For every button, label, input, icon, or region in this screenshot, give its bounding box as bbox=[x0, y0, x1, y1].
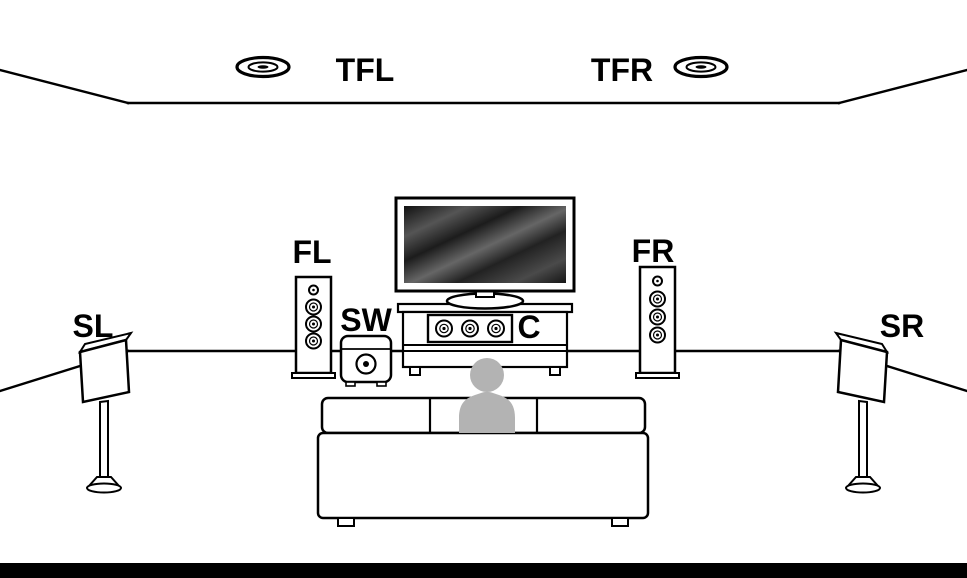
tfl-center-dot bbox=[257, 65, 269, 69]
sl-box bbox=[78, 338, 131, 404]
ceiling-right-edge bbox=[837, 68, 967, 105]
center-speaker bbox=[426, 313, 514, 344]
sr-stand-foot bbox=[845, 482, 881, 494]
ceiling-speaker-tfl-icon bbox=[235, 55, 291, 79]
fr-woofer-2-dot bbox=[656, 315, 659, 319]
label-fl: FL bbox=[292, 234, 331, 270]
center-driver-1-dot bbox=[442, 326, 446, 331]
fr-tweeter-dot bbox=[656, 279, 659, 283]
fr-woofer-3-dot bbox=[656, 333, 659, 337]
cabinet-leg-right bbox=[549, 366, 561, 376]
ceiling-left-edge bbox=[0, 68, 130, 105]
label-sw: SW bbox=[340, 302, 392, 338]
front-right-speaker bbox=[635, 265, 680, 379]
sl-stand-foot bbox=[86, 482, 122, 494]
fl-woofer-1-dot bbox=[312, 305, 315, 309]
fl-tweeter-dot bbox=[312, 288, 315, 292]
bottom-bar bbox=[0, 563, 967, 578]
fl-woofer-3-dot bbox=[312, 339, 315, 343]
center-driver-2-dot bbox=[468, 326, 472, 331]
label-c: C bbox=[517, 309, 540, 345]
sr-box bbox=[836, 338, 889, 404]
label-sr: SR bbox=[880, 308, 924, 344]
tv-screen bbox=[404, 206, 566, 283]
sofa-foot-left bbox=[337, 517, 355, 527]
listener-silhouette bbox=[459, 358, 515, 433]
label-fr: FR bbox=[632, 233, 675, 269]
label-tfr: TFR bbox=[591, 52, 653, 88]
front-left-speaker bbox=[291, 275, 336, 379]
fr-plinth bbox=[635, 372, 680, 379]
sofa-body bbox=[316, 431, 650, 520]
tfr-center-dot bbox=[695, 65, 707, 69]
cabinet-leg-left bbox=[409, 366, 421, 376]
sw-foot-left bbox=[345, 381, 356, 387]
sw-foot-right bbox=[376, 381, 387, 387]
listener-body bbox=[459, 391, 515, 433]
label-tfl: TFL bbox=[336, 52, 395, 88]
ceiling-speaker-tfr-icon bbox=[673, 55, 729, 79]
fl-woofer-2-dot bbox=[312, 322, 315, 326]
listener-head bbox=[470, 358, 504, 392]
sl-stand-pole bbox=[99, 399, 109, 478]
subwoofer bbox=[339, 334, 393, 387]
tv bbox=[394, 196, 576, 310]
center-driver-3-dot bbox=[494, 326, 498, 331]
sofa-foot-right bbox=[611, 517, 629, 527]
surround-right-speaker bbox=[833, 331, 890, 494]
sofa bbox=[316, 396, 650, 527]
sr-stand-pole bbox=[858, 399, 868, 478]
sw-driver-dot bbox=[363, 361, 369, 367]
fr-woofer-1-dot bbox=[656, 297, 659, 301]
surround-left-speaker bbox=[77, 331, 134, 494]
label-sl: SL bbox=[73, 308, 114, 344]
fl-plinth bbox=[291, 372, 336, 379]
